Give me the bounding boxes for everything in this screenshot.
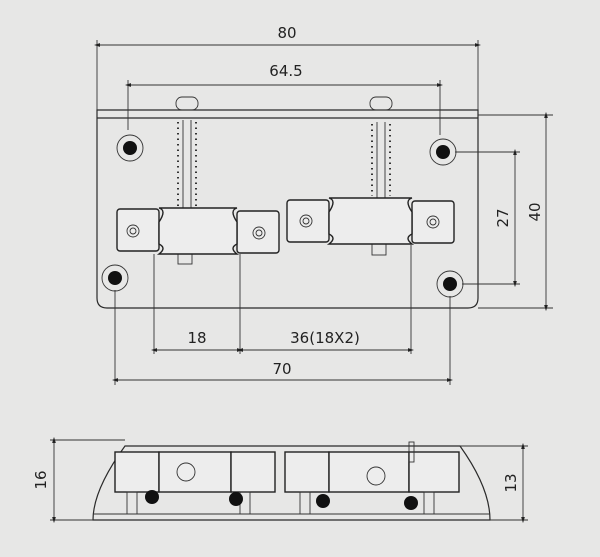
dim-label-18: 18 [187, 329, 206, 347]
dim-label-16: 16 [32, 470, 50, 489]
side-saddle-hole-1 [176, 462, 196, 482]
dim-label-70: 70 [272, 360, 291, 378]
side-string-pin [408, 441, 415, 463]
dim-right-height: 13 [460, 442, 528, 524]
intonation-spring-left [177, 120, 197, 208]
dim-label-27: 27 [494, 208, 512, 227]
side-saddle-block-4 [408, 451, 460, 493]
dim-label-80: 80 [277, 24, 296, 42]
dim-saddle-span: 64.5 [124, 62, 444, 135]
dim-saddle-travel: 36(18X2) [236, 329, 415, 352]
side-saddle-hole-2 [366, 466, 386, 486]
mount-hole-bottom-left [101, 264, 129, 292]
dim-overall-width: 80 [93, 24, 482, 110]
dim-left-height: 16 [32, 436, 125, 524]
dim-mount-spacing-v: 27 [455, 148, 520, 288]
dim-label-64-5: 64.5 [269, 62, 302, 80]
side-saddle-body-2 [328, 451, 410, 493]
side-view: 16 13 [32, 436, 528, 524]
top-view: 80 64.5 27 40 18 [93, 24, 553, 385]
side-height-screws [126, 490, 435, 515]
saddle-right [286, 197, 455, 256]
string-slot-left [175, 96, 199, 111]
string-slot-right [369, 96, 393, 111]
mount-hole-bottom-right [436, 270, 464, 298]
side-saddle-block-2 [230, 451, 276, 493]
base-plate-outline [96, 109, 479, 309]
dim-label-36: 36(18X2) [290, 329, 360, 347]
dim-mount-spacing-h: 70 [111, 290, 454, 385]
mount-hole-top-left [116, 134, 144, 162]
dim-label-40: 40 [526, 202, 544, 221]
side-saddle-block-3 [284, 451, 330, 493]
intonation-spring-right [371, 122, 391, 198]
saddle-left [116, 207, 280, 265]
side-saddle-block-1 [114, 451, 160, 493]
mount-hole-top-right [429, 138, 457, 166]
dim-plate-depth: 40 [478, 111, 553, 312]
dim-label-13: 13 [502, 473, 520, 492]
dim-saddle-width: 18 [150, 245, 412, 354]
